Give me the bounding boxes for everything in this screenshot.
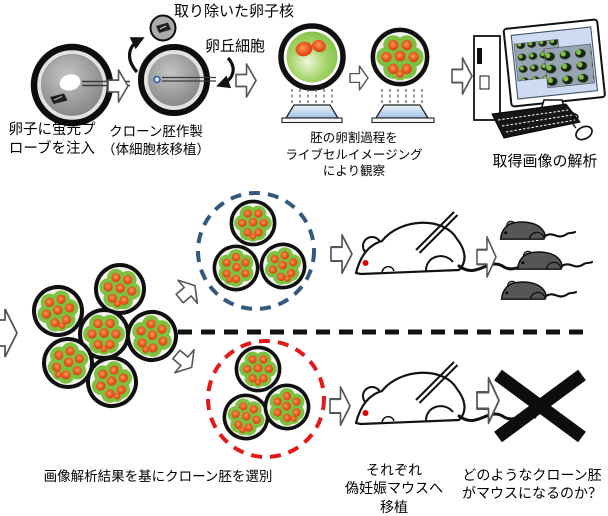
embryo-cluster	[26, 259, 186, 415]
illumination-rays-icon	[291, 89, 333, 104]
selected-embryo-group	[196, 191, 316, 311]
computer-figure	[473, 18, 606, 141]
inject-probe-caption: 卵子に蛍光プ ローブを注入	[8, 122, 96, 158]
embryo-icon	[229, 199, 277, 247]
selection-caption: 画像解析結果を基にクローン胚を選別	[43, 469, 273, 484]
question-caption: どのようなクローン胚 がマウスになるのか？	[462, 467, 602, 502]
flow-arrow	[451, 57, 473, 95]
image-analysis-caption: 取得画像の解析	[492, 153, 598, 170]
embryo-icon	[234, 345, 282, 393]
flow-arrow	[329, 233, 354, 275]
fluorescent-probe-blob	[59, 74, 81, 91]
x-mark-icon	[494, 369, 586, 443]
computer-mouse-icon	[571, 113, 593, 141]
red-dashed-circle	[206, 339, 326, 459]
flow-arrow	[328, 385, 352, 427]
live-imaging-figure-8cell	[372, 30, 435, 124]
enucleation-arrow	[128, 37, 145, 74]
pups-group	[499, 220, 594, 301]
recipient-mouse-icon	[354, 360, 537, 426]
mouse-pup-icon	[499, 220, 577, 241]
transfer-caption: それぞれ 偽妊娠マウスへ 移植	[345, 462, 443, 515]
mouse-pup-icon	[516, 250, 594, 271]
rejected-embryo-group	[206, 339, 326, 459]
cumulus-nucleus-icon	[153, 75, 161, 84]
flow-arrow	[475, 376, 501, 425]
recipient-mouse-icon	[354, 210, 537, 276]
keyboard-icon	[491, 103, 581, 139]
computer-tower-icon	[473, 35, 501, 121]
blue-dashed-circle	[196, 191, 316, 311]
flow-arrow-up	[169, 273, 206, 311]
embryo-icon	[204, 236, 268, 300]
objective-lens-icon	[284, 104, 340, 119]
cumulus-cell-arrow	[216, 56, 235, 89]
injection-needle-icon	[162, 76, 216, 82]
flow-arrow	[235, 63, 257, 98]
embryo-icon	[217, 388, 275, 446]
objective-lens-icon	[374, 104, 430, 119]
nuclear-transfer-figure	[128, 14, 235, 116]
metaphase-spindle-icon	[50, 93, 68, 104]
clone-embryo-caption: クローン胚作製 （体細胞核移植）	[102, 124, 210, 157]
live-imaging-caption: 胚の卵割過程を ライブセルイメージング により観察	[285, 131, 423, 178]
live-imaging-figure-2cell	[278, 23, 346, 124]
embryo-icon	[253, 236, 313, 296]
removed-nucleus-label: 取り除いた卵子核	[173, 3, 294, 20]
monitor-icon	[502, 18, 606, 108]
flow-arrow	[475, 235, 498, 278]
flow-arrow	[349, 65, 369, 91]
flow-arrow-entering	[0, 308, 19, 358]
illumination-rays-icon	[381, 89, 423, 104]
cumulus-cell-label: 卵丘細胞	[204, 38, 265, 55]
mouse-pup-icon	[500, 280, 578, 301]
